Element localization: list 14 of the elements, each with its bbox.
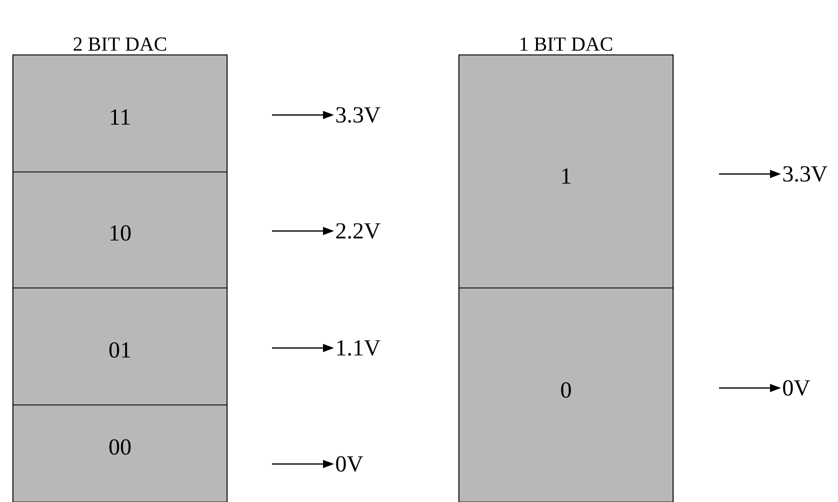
code-cell: 01 — [12, 288, 228, 406]
code-cell: 10 — [12, 172, 228, 288]
voltage-label: 0V — [783, 380, 810, 396]
code-cell: 0 — [458, 288, 674, 502]
node-label: 2 BIT DAC — [74, 37, 166, 51]
voltage-label: 2.2V — [336, 223, 380, 239]
node-label: 1 BIT DAC — [520, 37, 612, 51]
code-cell: 11 — [12, 54, 228, 172]
voltage-label: 0V — [336, 456, 364, 472]
voltage-label: 3.3V — [336, 107, 380, 123]
voltage-label: 3.3V — [783, 166, 828, 182]
code-cell: 00 — [12, 404, 228, 502]
voltage-label: 1.1V — [337, 340, 380, 356]
code-cell: 1 — [458, 54, 674, 288]
